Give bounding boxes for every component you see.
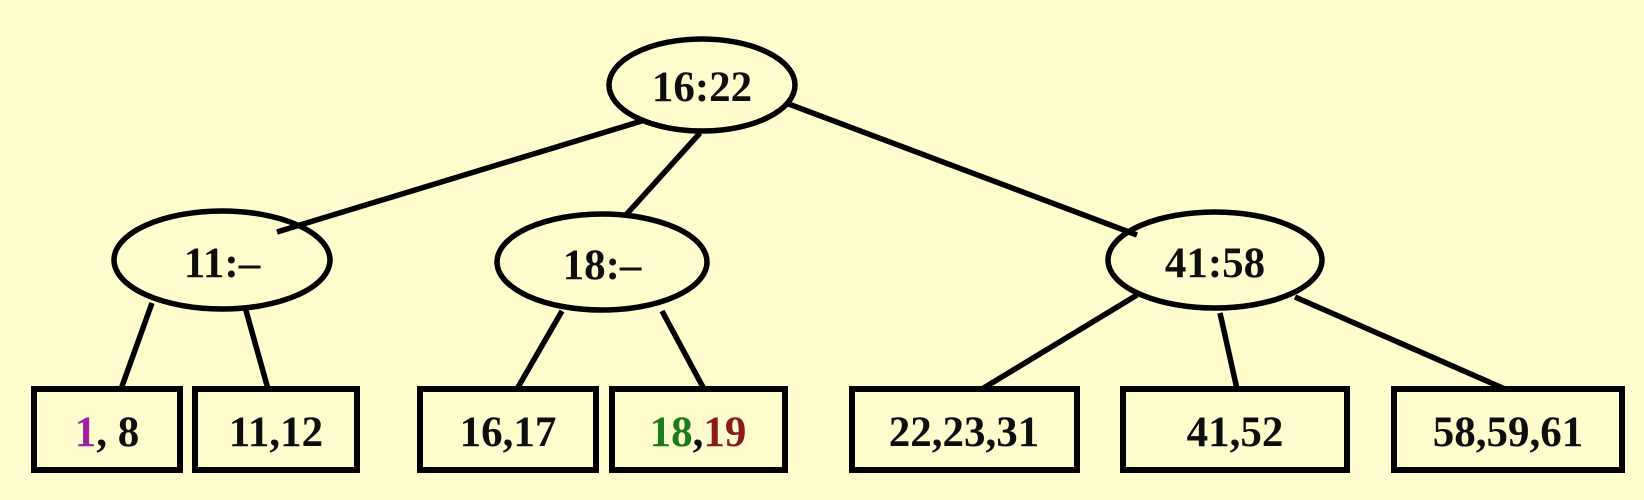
leaf3-box	[417, 386, 599, 473]
leaf-node-2: 11,12	[192, 386, 360, 473]
leaf-node-3: 16,17	[417, 386, 599, 473]
root-node-ellipse	[606, 36, 798, 134]
edge-root-to-left-node	[276, 117, 646, 235]
internal-node-right: 41:58	[1105, 209, 1325, 311]
right-node-ellipse	[1105, 209, 1325, 311]
leaf6-label: 41,52	[1187, 409, 1284, 456]
middle-node-label: 18:–	[563, 242, 642, 289]
leaf-node-1: 1, 8	[31, 386, 183, 473]
edge-middle-node-to-leaf3	[514, 309, 565, 391]
leaf3-label: 16,17	[460, 409, 557, 456]
leaf4-comma: ,	[693, 409, 704, 456]
leaf4-key-18: 18	[650, 409, 693, 456]
internal-node-middle: 18:–	[494, 211, 710, 313]
edge-right-node-to-leaf6	[1217, 312, 1240, 390]
leaf7-box	[1391, 386, 1625, 473]
leaf4-box	[609, 386, 788, 473]
edge-right-node-to-leaf7	[1293, 294, 1507, 392]
left-node-label: 11:–	[184, 240, 261, 287]
leaf-node-7: 58,59,61	[1391, 386, 1625, 473]
edge-root-to-middle-node	[622, 131, 703, 218]
leaf-node-6: 41,52	[1120, 386, 1350, 473]
leaf-node-4: 18,19	[609, 386, 788, 473]
tree-edges	[118, 100, 1507, 392]
leaf4-key-19: 19	[703, 409, 746, 456]
leaf2-label: 11,12	[229, 409, 323, 456]
middle-node-ellipse	[494, 211, 710, 313]
leaf1-box	[31, 386, 183, 473]
internal-node-left: 11:–	[111, 208, 333, 312]
left-node-ellipse	[111, 208, 333, 312]
leaf7-label: 58,59,61	[1433, 409, 1584, 456]
edge-root-to-right-node	[785, 100, 1138, 238]
leaf6-box	[1120, 386, 1350, 473]
leaf2-box	[192, 386, 360, 473]
leaf-node-5: 22,23,31	[849, 386, 1080, 473]
leaf1-key-8: , 8	[96, 409, 139, 456]
leaf1-label: 1, 8	[75, 409, 140, 456]
edge-middle-node-to-leaf4	[659, 309, 707, 391]
leaf5-label: 22,23,31	[889, 409, 1040, 456]
edge-left-node-to-leaf2	[242, 306, 271, 390]
edge-right-node-to-leaf5	[980, 292, 1139, 392]
leaf4-label: 18,19	[650, 409, 747, 456]
right-node-label: 41:58	[1165, 240, 1265, 287]
internal-node-root: 16:22	[606, 36, 798, 134]
leaf5-box	[849, 386, 1080, 473]
root-node-label: 16:22	[652, 64, 752, 111]
leaf1-key-1: 1	[75, 409, 97, 456]
edge-left-node-to-leaf1	[118, 302, 155, 390]
